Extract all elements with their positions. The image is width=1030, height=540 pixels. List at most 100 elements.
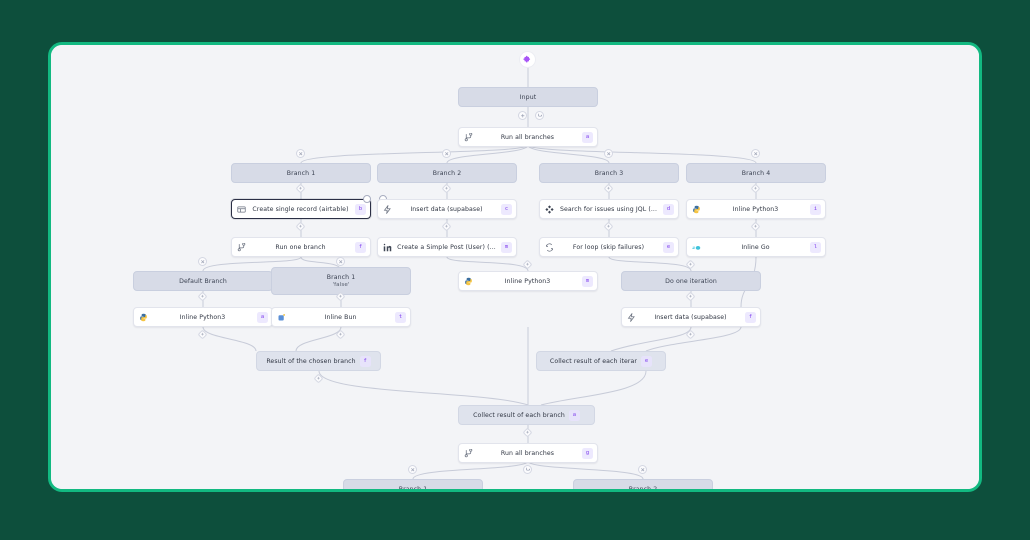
node-badge: d — [663, 203, 674, 215]
node-inline-bun[interactable]: Inline Bun t — [271, 307, 411, 327]
add-node-diamond-12[interactable] — [197, 329, 208, 340]
add-node-diamond-iteration[interactable] — [685, 259, 696, 270]
node-insert-data-supabase-1[interactable]: Insert data (supabase) c — [377, 199, 517, 219]
node-run-all-branches-top[interactable]: Run all branches a — [458, 127, 598, 147]
branch-connector-bottom-1[interactable] — [408, 465, 417, 474]
node-title: Run one branch — [275, 243, 326, 251]
add-node-diamond-14[interactable] — [685, 329, 696, 340]
node-result-of-chosen-branch[interactable]: Result of the chosen branch f — [256, 351, 381, 371]
add-node-diamond-1[interactable] — [295, 183, 306, 194]
flow-editor-frame: Input Run all branches a — [48, 42, 982, 492]
node-title: Inline Python3 — [504, 277, 551, 285]
node-title: Branch 1 — [326, 274, 356, 281]
node-title: Create single record (airtable) — [252, 205, 349, 213]
node-inline-go[interactable]: Inline Go l — [686, 237, 826, 257]
branch-connector-1[interactable] — [296, 149, 305, 158]
node-title: Create a Simple Post (User) (... — [397, 243, 496, 251]
add-node-diamond-13[interactable] — [335, 329, 346, 340]
node-badge: e — [663, 241, 674, 253]
node-create-simple-post-linkedin[interactable]: Create a Simple Post (User) (... m — [377, 237, 517, 257]
branch-one-icon — [237, 242, 246, 252]
bun-icon — [277, 313, 286, 322]
node-title: Inline Python3 — [179, 313, 226, 321]
node-title: Inline Go — [741, 243, 770, 251]
sub-branch-connector-2[interactable] — [336, 257, 345, 266]
node-title: Branch 2 — [628, 485, 658, 492]
insert-branch-button-bottom[interactable] — [523, 465, 532, 474]
add-node-diamond-15[interactable] — [313, 373, 324, 384]
node-title: Insert data (supabase) — [654, 313, 727, 321]
add-node-diamond-3[interactable] — [603, 183, 614, 194]
go-icon — [692, 243, 701, 252]
node-badge: f — [355, 241, 366, 253]
flow-canvas[interactable]: Input Run all branches a — [51, 45, 979, 489]
node-insert-data-supabase-loop[interactable]: Insert data (supabase) f — [621, 307, 761, 327]
node-badge: a — [582, 131, 593, 143]
node-title: Result of the chosen branch — [266, 357, 356, 365]
node-create-single-record-airtable[interactable]: Create single record (airtable) b — [231, 199, 371, 219]
python-icon — [692, 205, 701, 214]
node-badge: m — [501, 241, 512, 253]
node-badge: i — [810, 203, 821, 215]
node-collect-result-each-iteration[interactable]: Collect result of each iterar e — [536, 351, 666, 371]
add-node-diamond-6[interactable] — [441, 221, 452, 232]
node-run-all-branches-bottom[interactable]: Run all branches g — [458, 443, 598, 463]
insert-branch-button-top[interactable] — [535, 111, 544, 120]
add-node-diamond-10[interactable] — [335, 291, 346, 302]
node-badge: m — [582, 275, 593, 287]
add-node-diamond-7[interactable] — [603, 221, 614, 232]
add-node-diamond-5[interactable] — [295, 221, 306, 232]
add-node-diamond-8[interactable] — [750, 221, 761, 232]
node-title: Insert data (supabase) — [410, 205, 483, 213]
node-title: Inline Python3 — [732, 205, 779, 213]
jira-icon — [545, 204, 554, 214]
linkedin-icon — [383, 243, 392, 252]
branch-connector-bottom-2[interactable] — [638, 465, 647, 474]
add-node-button-top[interactable] — [518, 111, 527, 120]
node-input[interactable]: Input — [458, 87, 598, 107]
node-title: Collect result of each iterar — [549, 357, 638, 365]
node-handle-settings[interactable] — [363, 195, 371, 203]
add-node-diamond-16[interactable] — [522, 427, 533, 438]
node-branch-bottom-2[interactable]: Branch 2 — [573, 479, 713, 492]
node-branch-top-4[interactable]: Branch 4 — [686, 163, 826, 183]
add-node-diamond-2[interactable] — [441, 183, 452, 194]
add-node-diamond-mid[interactable] — [522, 259, 533, 270]
node-run-one-branch[interactable]: Run one branch f — [231, 237, 371, 257]
node-search-issues-jql[interactable]: Search for issues using JQL (... d — [539, 199, 679, 219]
node-branch-top-2[interactable]: Branch 2 — [377, 163, 517, 183]
node-title: Search for issues using JQL (... — [559, 205, 658, 213]
node-badge: e — [641, 355, 653, 367]
node-title: Branch 1 — [286, 169, 316, 177]
add-node-diamond-9[interactable] — [197, 291, 208, 302]
add-node-diamond-11[interactable] — [685, 291, 696, 302]
node-branch-bottom-1[interactable]: Branch 1 — [343, 479, 483, 492]
branch-connector-2[interactable] — [442, 149, 451, 158]
node-collect-result-each-branch[interactable]: Collect result of each branch a — [458, 405, 595, 425]
node-title: Run all branches — [500, 133, 555, 141]
node-branch-top-1[interactable]: Branch 1 — [231, 163, 371, 183]
node-do-one-iteration[interactable]: Do one iteration — [621, 271, 761, 291]
node-badge: t — [395, 311, 406, 323]
node-title: Branch 4 — [741, 169, 771, 177]
branch-connector-3[interactable] — [604, 149, 613, 158]
node-inline-python3-default-branch[interactable]: Inline Python3 a — [133, 307, 273, 327]
node-inline-python3-branch4[interactable]: Inline Python3 i — [686, 199, 826, 219]
node-branch-top-3[interactable]: Branch 3 — [539, 163, 679, 183]
node-title: Collect result of each branch — [473, 411, 565, 419]
node-title: For loop (skip failures) — [572, 243, 645, 251]
node-inline-python3-mid[interactable]: Inline Python3 m — [458, 271, 598, 291]
sub-branch-connector-1[interactable] — [198, 257, 207, 266]
node-default-branch[interactable]: Default Branch — [133, 271, 273, 291]
branch-all-icon — [464, 132, 473, 142]
node-badge: a — [568, 409, 580, 421]
add-node-diamond-4[interactable] — [750, 183, 761, 194]
node-badge: f — [359, 355, 371, 367]
node-for-loop-skip-failures[interactable]: For loop (skip failures) e — [539, 237, 679, 257]
puzzle-piece-icon — [520, 52, 535, 67]
node-title: Inline Bun — [324, 313, 357, 321]
node-sub-branch-1[interactable]: Branch 1 'false' — [271, 267, 411, 295]
node-title: Branch 1 — [398, 485, 428, 492]
branch-connector-4[interactable] — [751, 149, 760, 158]
python-icon — [139, 313, 148, 322]
